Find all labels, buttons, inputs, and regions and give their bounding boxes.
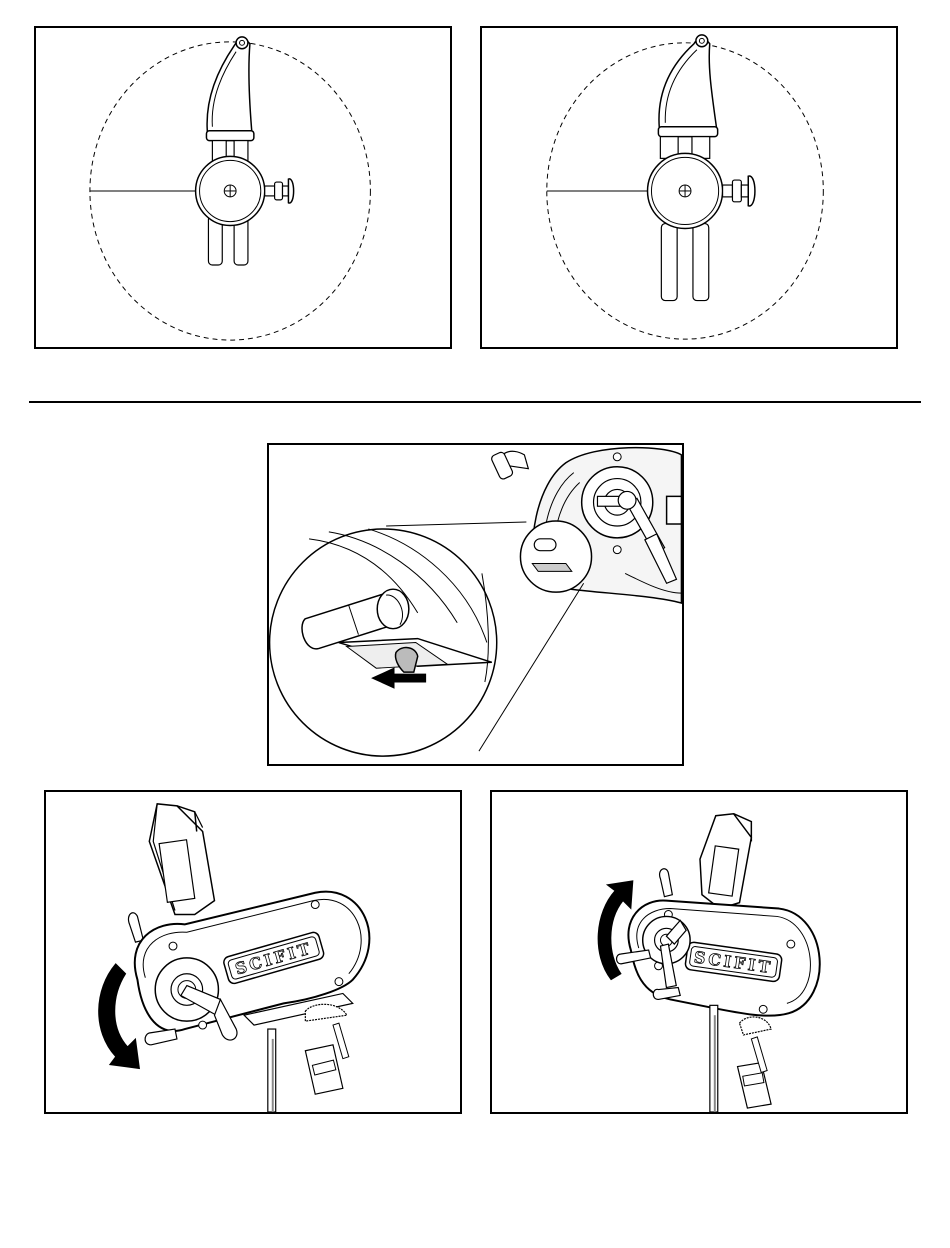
pop-pin-knob bbox=[288, 179, 293, 203]
tilt-up-illustration: SCIFIT bbox=[492, 792, 906, 1112]
release-lever-detail-panel bbox=[267, 443, 684, 766]
pop-pin-knob bbox=[748, 176, 755, 206]
crank-arm-long-illustration bbox=[482, 28, 896, 347]
handle-grip bbox=[207, 40, 252, 132]
crank-radius-long-panel bbox=[480, 26, 898, 349]
crank-tube-right bbox=[693, 224, 709, 301]
tilt-down-panel: SCIFIT bbox=[44, 790, 462, 1114]
handle-grip bbox=[659, 39, 717, 128]
crank-tube-left bbox=[661, 224, 677, 301]
release-lever-illustration bbox=[269, 445, 682, 764]
section-divider bbox=[29, 401, 921, 403]
detail-callout-small bbox=[520, 521, 591, 592]
tilt-arrow-down bbox=[99, 964, 140, 1069]
tilt-up-panel: SCIFIT bbox=[490, 790, 908, 1114]
crank-radius-short-panel bbox=[34, 26, 452, 349]
crank-arm-short-illustration bbox=[36, 28, 450, 347]
tilt-down-illustration: SCIFIT bbox=[46, 792, 460, 1112]
